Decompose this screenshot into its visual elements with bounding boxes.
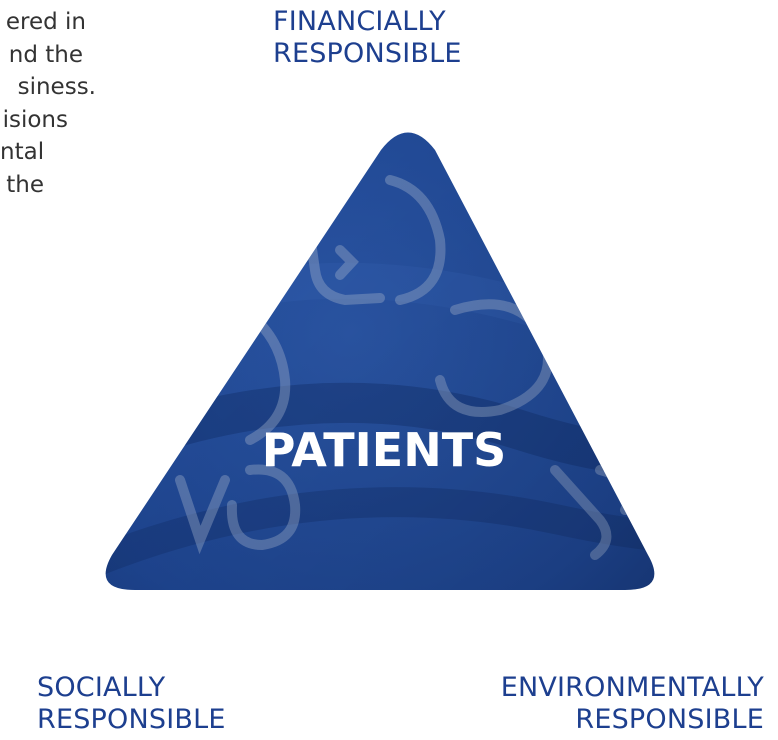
body-paragraph-fragment: ered in nd the siness. isions ntal the [0, 6, 96, 201]
paragraph-line: nd the [8, 41, 83, 68]
label-top-line-1: FINANCIALLY [273, 6, 446, 37]
paragraph-line: siness. [17, 74, 96, 100]
label-right-line-2: RESPONSIBLE [575, 704, 764, 735]
center-word-patients: PATIENTS [262, 423, 506, 477]
label-environmentally-responsible: ENVIRONMENTALLY RESPONSIBLE [501, 672, 764, 736]
paragraph-line: isions [2, 106, 68, 133]
paragraph-line: ered in [5, 9, 86, 35]
label-left-line-2: RESPONSIBLE [37, 704, 226, 735]
label-financially-responsible: FINANCIALLY RESPONSIBLE [273, 6, 462, 70]
label-socially-responsible: SOCIALLY RESPONSIBLE [37, 672, 226, 736]
label-right-line-1: ENVIRONMENTALLY [500, 672, 764, 703]
label-left-line-1: SOCIALLY [37, 672, 166, 703]
label-top-line-2: RESPONSIBLE [273, 38, 462, 69]
paragraph-line: ntal [0, 139, 45, 165]
paragraph-line: the [6, 171, 44, 198]
